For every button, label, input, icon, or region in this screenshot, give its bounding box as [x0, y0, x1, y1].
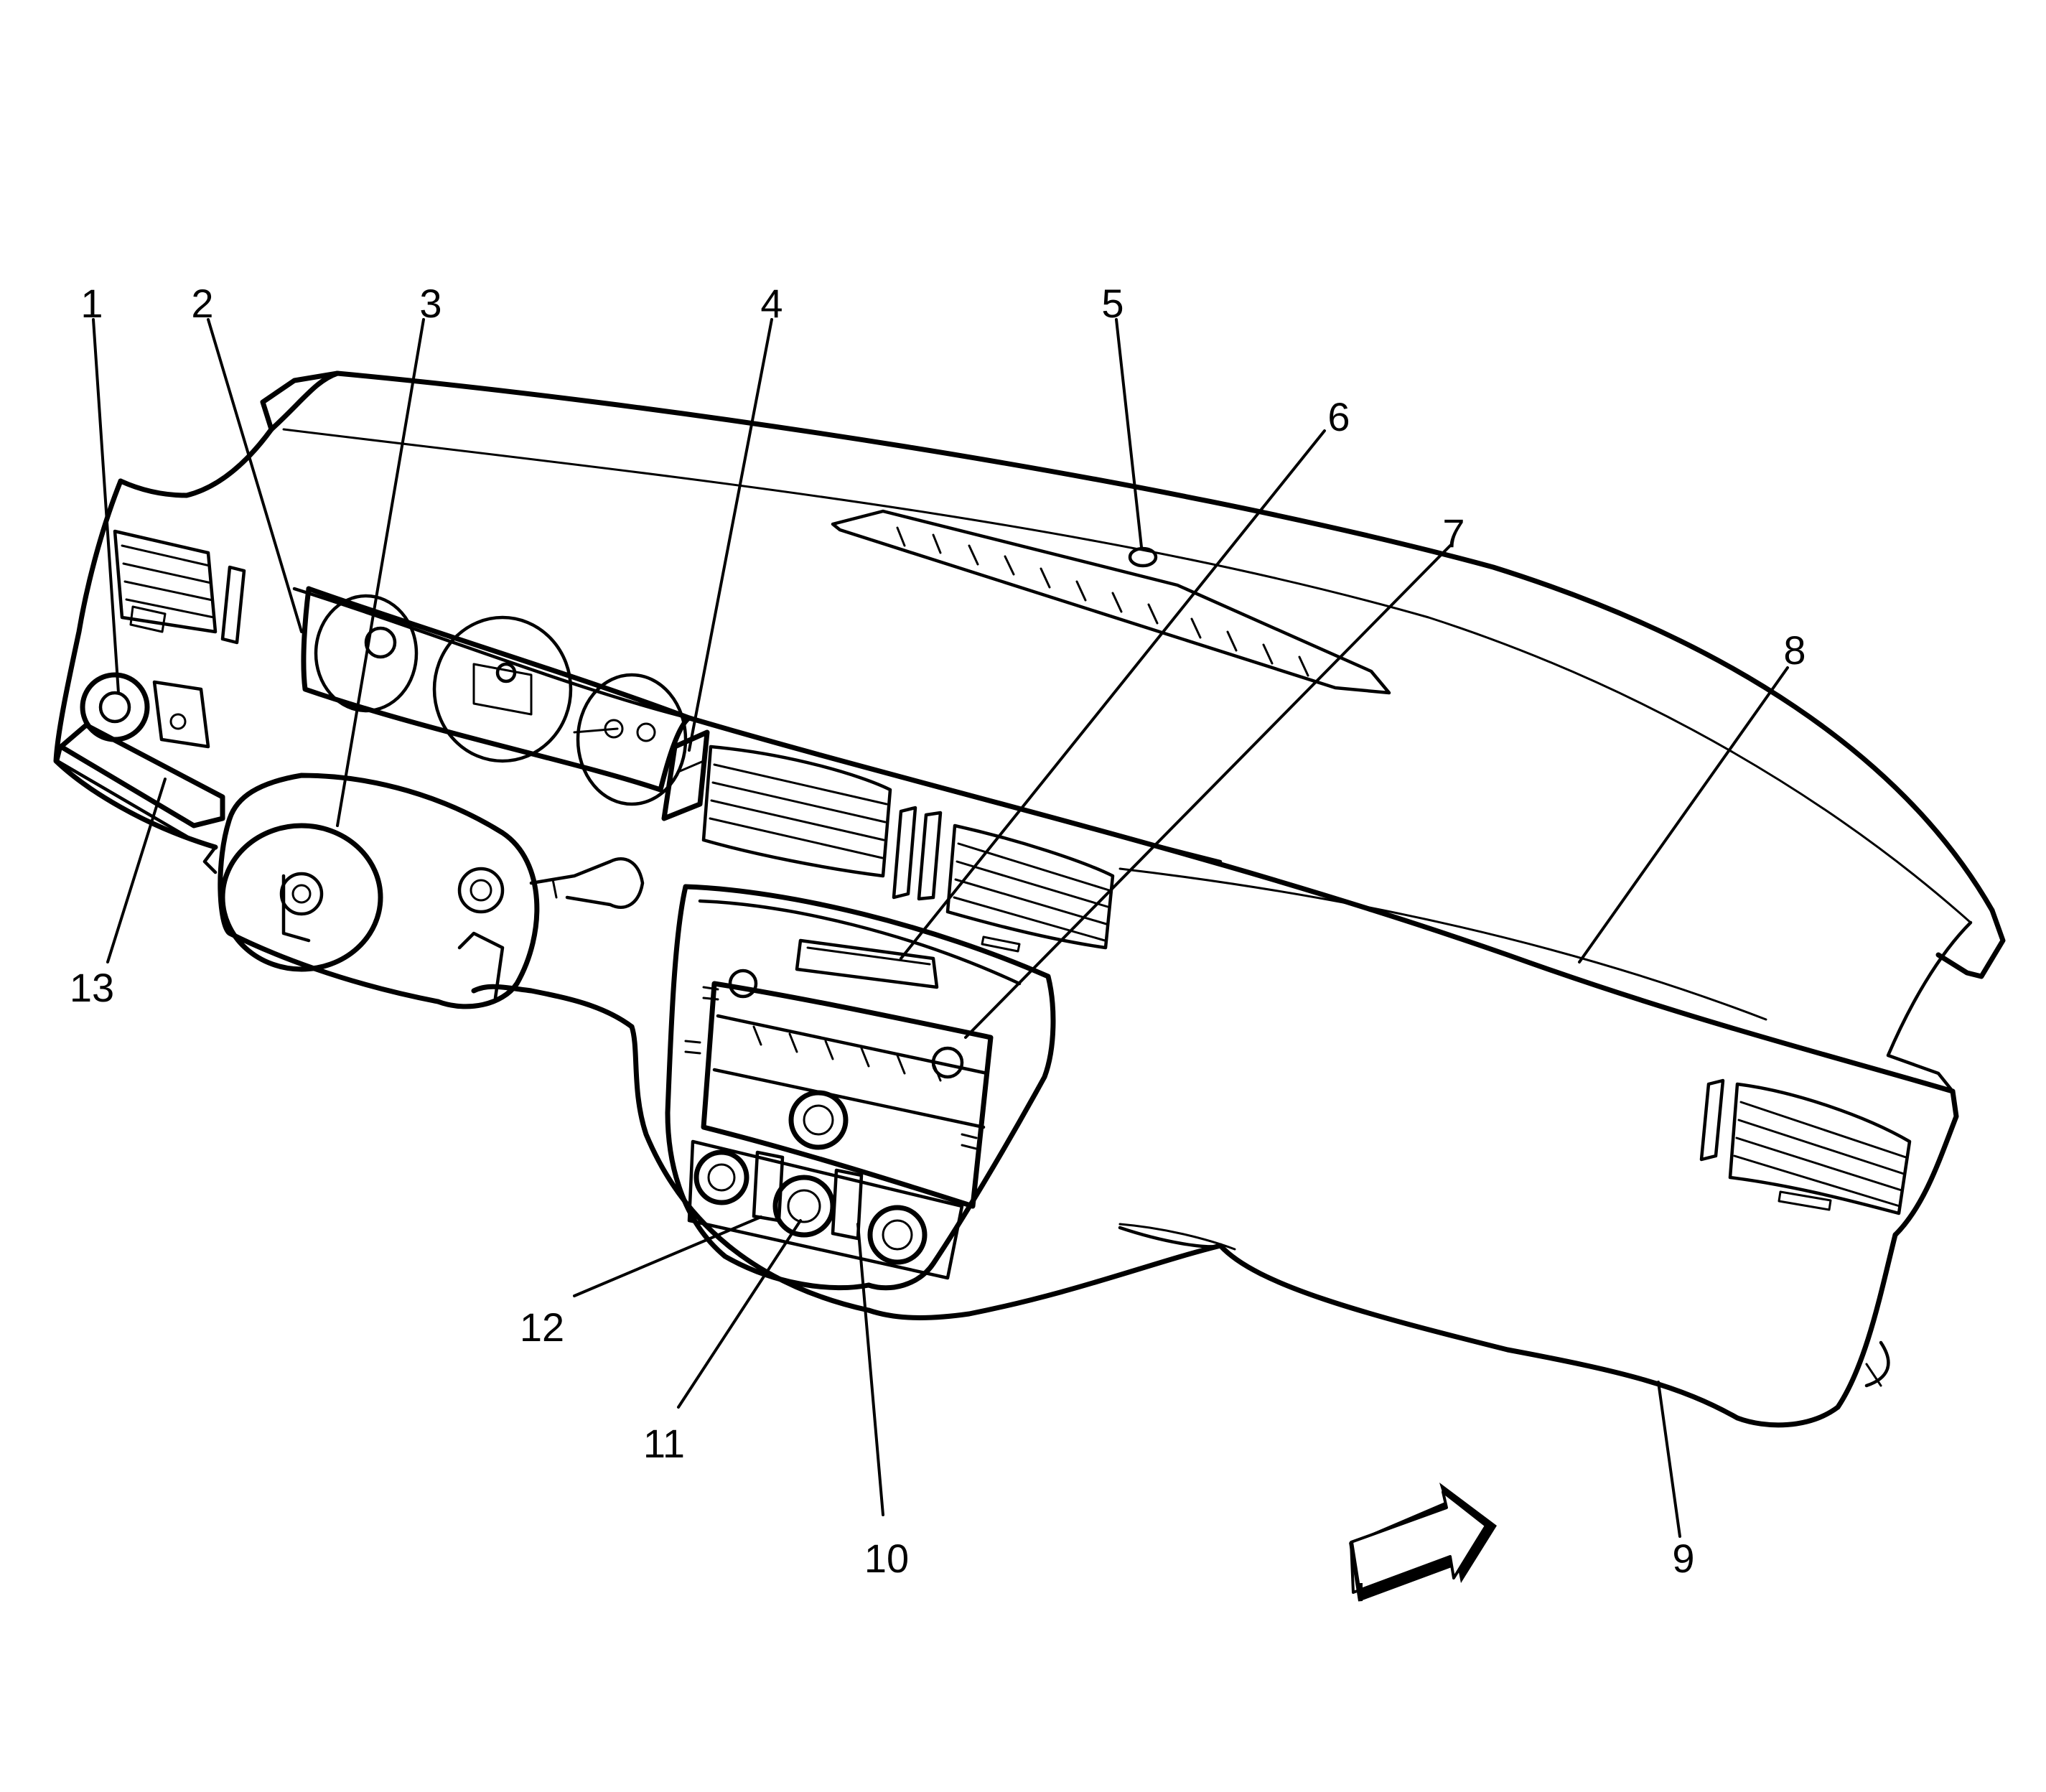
hvac-temperature-knob [693, 1149, 749, 1205]
callout-13: 13 [70, 965, 114, 1010]
leader-line-7 [964, 544, 1452, 1039]
center-stack-bezel [665, 884, 1056, 1291]
leader-line-10 [856, 1223, 884, 1516]
instrument-panel-upper-trim [118, 370, 2006, 1093]
turn-signal-lever [55, 722, 225, 839]
callout-5: 5 [1101, 281, 1124, 326]
left-air-outlet [113, 529, 246, 645]
radio-power-knob [728, 969, 758, 999]
hvac-control-panel [687, 1139, 964, 1280]
sunload-sensor [1128, 546, 1158, 568]
leader-line-5 [1115, 318, 1143, 549]
callout-labels: 1 2 3 4 5 6 7 8 9 10 11 12 13 [70, 281, 1806, 1581]
leader-lines [92, 318, 1789, 1538]
callout-10: 10 [864, 1536, 909, 1581]
callout-7: 7 [1442, 510, 1465, 556]
radio-display-area [795, 938, 939, 989]
leader-line-8 [1578, 666, 1789, 963]
center-air-outlet-left [701, 745, 892, 878]
right-air-outlet [1699, 1078, 1912, 1215]
hazard-switch-strip [892, 806, 943, 901]
defrost-vent-slats [896, 526, 1309, 677]
hvac-mode-knob [772, 1175, 836, 1238]
leader-line-4 [688, 318, 773, 752]
leader-line-2 [207, 318, 303, 633]
callout-4: 4 [760, 281, 783, 326]
driver-airbag-module [220, 823, 383, 972]
callout-3: 3 [419, 281, 442, 326]
speedometer-gauge [432, 615, 573, 763]
callout-12: 12 [520, 1305, 564, 1350]
leader-line-1 [92, 318, 120, 694]
leader-line-6 [900, 429, 1326, 960]
leader-line-9 [1657, 1381, 1681, 1538]
tachometer-gauge [314, 594, 419, 713]
steering-column [202, 773, 645, 1009]
hvac-fan-knob [867, 1205, 928, 1265]
callout-2: 2 [191, 281, 213, 326]
callout-8: 8 [1783, 627, 1806, 673]
callout-6: 6 [1327, 394, 1350, 439]
cluster-side-switch [661, 729, 710, 821]
radio-tune-knob [931, 1046, 964, 1079]
center-air-outlet-right [945, 823, 1115, 953]
instrument-panel-lower-body [53, 478, 1959, 1428]
leader-line-3 [336, 318, 425, 827]
callout-11: 11 [643, 1421, 685, 1466]
front-direction-arrow-icon [1349, 1483, 1497, 1602]
ignition-cylinder [457, 867, 505, 914]
radio-preset-buttons [752, 1025, 942, 1082]
hvac-recirc-switch [752, 1150, 785, 1223]
glove-box-seam [1118, 1223, 1236, 1251]
callout-1: 1 [80, 281, 103, 326]
leader-line-13 [106, 778, 167, 963]
leader-line-12 [573, 1215, 762, 1297]
radio-volume-knob [788, 1090, 849, 1150]
instrument-cluster [301, 586, 692, 806]
callout-9: 9 [1672, 1536, 1694, 1581]
radio-control-panel [684, 969, 994, 1209]
leader-line-11 [677, 1219, 802, 1409]
